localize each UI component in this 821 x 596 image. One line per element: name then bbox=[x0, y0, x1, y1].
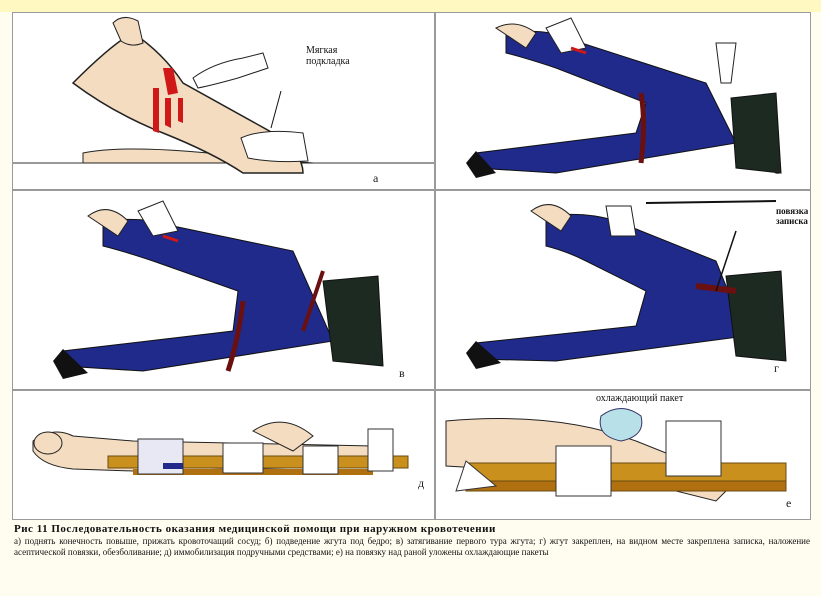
panel-v: в bbox=[12, 190, 435, 390]
panel-g: повязка записка г bbox=[435, 190, 811, 390]
illustration-immobilization bbox=[13, 391, 435, 520]
top-strip bbox=[0, 0, 821, 12]
annotation-soft-pad: Мягкая подкладка bbox=[306, 45, 366, 67]
panel-letter-g: г bbox=[774, 361, 779, 376]
illustration-tourniquet-secured bbox=[436, 191, 811, 390]
panel-d: д bbox=[12, 390, 435, 520]
annotation-bandage-note: повязка записка bbox=[776, 206, 811, 226]
panel-b: б bbox=[435, 12, 811, 190]
illustration-tighten-tourniquet bbox=[13, 191, 435, 390]
caption-title-line1: Последовательность оказания медицинской … bbox=[51, 523, 417, 535]
figure-label: Рис 11 bbox=[14, 523, 48, 535]
panel-letter-d: д bbox=[418, 476, 424, 491]
caption-title: Рис 11 Последовательность оказания медиц… bbox=[14, 523, 810, 536]
panel-letter-e: е bbox=[786, 496, 791, 511]
caption-body: а) поднять конечность повыше, прижать кр… bbox=[14, 536, 810, 558]
panel-letter-v: в bbox=[399, 366, 405, 381]
figure-caption: Рис 11 Последовательность оказания медиц… bbox=[14, 523, 810, 558]
panel-letter-a: а bbox=[373, 171, 378, 186]
illustration-raise-limb bbox=[13, 13, 435, 190]
panel-e: охлаждающий пакет е bbox=[435, 390, 811, 520]
panel-a: Мягкая подкладка а bbox=[12, 12, 435, 190]
illustration-cooling-pack bbox=[436, 391, 811, 520]
illustration-tourniquet-under-thigh bbox=[436, 13, 811, 190]
caption-title-line2: кровотечении bbox=[421, 523, 496, 535]
panel-letter-b: б bbox=[774, 163, 780, 178]
annotation-cooling-pack: охлаждающий пакет bbox=[596, 393, 726, 404]
